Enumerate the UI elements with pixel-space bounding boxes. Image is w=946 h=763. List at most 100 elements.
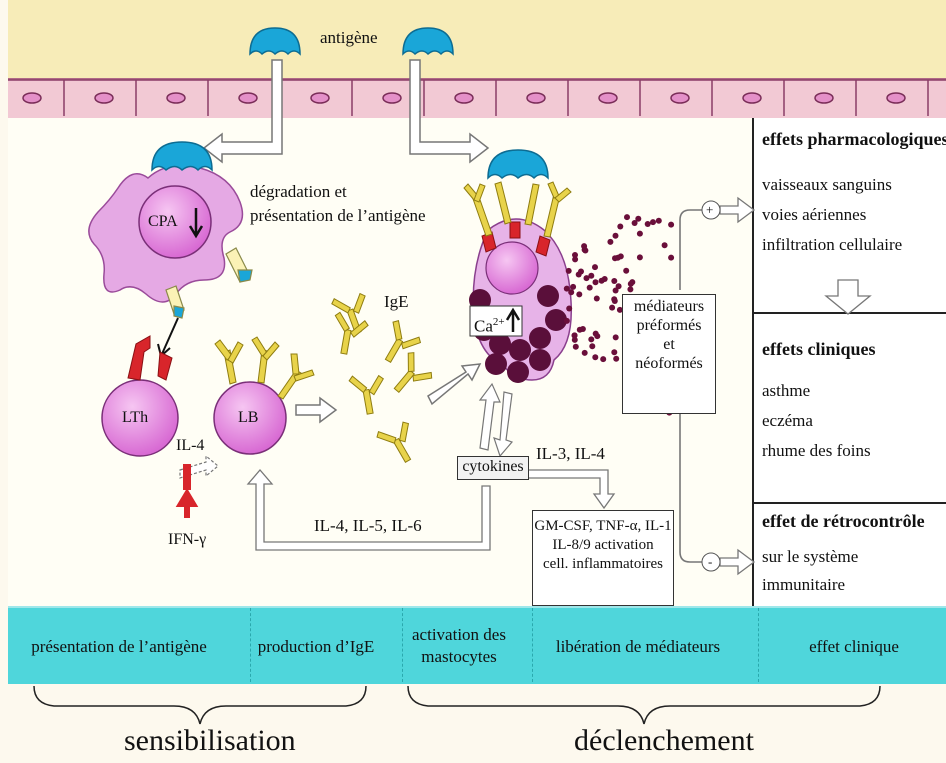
ifn-arrow xyxy=(181,494,193,518)
epithelial-nucleus xyxy=(887,93,905,103)
antigen-to-mastocyte-arrow xyxy=(410,60,488,162)
epithelial-nucleus xyxy=(815,93,833,103)
mediator-dot xyxy=(629,279,635,285)
granule xyxy=(529,327,551,349)
mediator-dot xyxy=(564,286,570,292)
clinical-item-2: eczéma xyxy=(762,410,813,432)
mediator-dot xyxy=(662,242,668,248)
presentation-label: présentation de l’antigène xyxy=(250,206,426,226)
antigen-shape-1 xyxy=(250,28,300,54)
stage-separator-4 xyxy=(758,608,759,682)
epithelial-nucleus xyxy=(527,93,545,103)
mediator-dot xyxy=(627,286,633,292)
epithelial-cells xyxy=(8,80,946,116)
stage-separator-3 xyxy=(532,608,533,682)
minus-arrow xyxy=(720,550,754,574)
antigen-to-cpa-arrow xyxy=(204,60,282,162)
mediator-dot xyxy=(650,219,656,225)
lth-receptor-2 xyxy=(158,352,172,380)
lb-to-ige-arrow xyxy=(296,398,336,422)
mediator-dot xyxy=(593,279,599,285)
clinical-item-3: rhume des foins xyxy=(762,440,871,462)
lb-label: LB xyxy=(238,408,258,428)
granule xyxy=(509,339,531,361)
mediator-dot xyxy=(564,318,570,324)
mediator-dot xyxy=(623,268,629,274)
cpa-label: CPA xyxy=(148,212,178,232)
stage-activation: activation des mastocytes xyxy=(406,624,512,668)
antigen-on-cpa xyxy=(152,142,212,170)
clinical-title: effets cliniques xyxy=(762,338,875,360)
il4-label: IL-4 xyxy=(176,436,204,456)
pharma-item-2: voies aériennes xyxy=(762,204,866,226)
antigen-label: antigène xyxy=(320,28,378,48)
epithelial-nucleus xyxy=(167,93,185,103)
mediator-dot xyxy=(611,296,617,302)
mediator-dot xyxy=(609,305,615,311)
mediator-dot xyxy=(600,356,606,362)
antigen-shape-2 xyxy=(403,28,453,54)
mediator-dot xyxy=(656,218,662,224)
mediators-box: médiateurs préformés et néoformés xyxy=(622,294,716,414)
plus-arrow xyxy=(720,198,754,222)
epithelial-nucleus xyxy=(239,93,257,103)
mediator-dot xyxy=(584,275,590,281)
retro-title: effet de rétrocontrôle xyxy=(762,510,925,532)
gmcsf-box: GM-CSF, TNF-α, IL-1 IL-8/9 activation ce… xyxy=(532,510,674,606)
ige-molecule xyxy=(375,319,424,371)
stage-production: production d’IgE xyxy=(250,636,382,658)
mediator-dot xyxy=(577,327,583,333)
epithelial-nucleus xyxy=(455,93,473,103)
mediator-dot xyxy=(592,264,598,270)
mediator-dot xyxy=(616,283,622,289)
retro-item-1: sur le système xyxy=(762,546,858,568)
granule xyxy=(485,353,507,375)
mediator-dot xyxy=(576,291,582,297)
granule xyxy=(529,349,551,371)
mediator-dot xyxy=(573,344,579,350)
degradation-label: dégradation et xyxy=(250,182,347,202)
granule xyxy=(545,309,567,331)
mediator-dot xyxy=(611,278,617,284)
epithelial-nucleus xyxy=(383,93,401,103)
mediator-dot xyxy=(582,350,588,356)
ifn-label: IFN-γ xyxy=(168,530,206,550)
mediator-dot xyxy=(645,221,651,227)
mediator-dot xyxy=(611,349,617,355)
gmcsf-line-2: IL-8/9 activation xyxy=(533,536,673,555)
sensibilisation-brace xyxy=(34,686,366,724)
mediator-dot xyxy=(615,255,621,261)
mastocyte-nucleus xyxy=(486,242,538,294)
mediator-dot xyxy=(566,268,572,274)
declenchement-brace xyxy=(408,686,880,724)
mediator-dot xyxy=(668,222,674,228)
il456-label: IL-4, IL-5, IL-6 xyxy=(314,516,422,536)
gmcsf-line-1: GM-CSF, TNF-α, IL-1 xyxy=(533,517,673,536)
mediators-line-3: et xyxy=(623,335,715,354)
ige-molecule xyxy=(329,312,369,357)
mediator-dot xyxy=(613,356,619,362)
ifn-block xyxy=(183,464,191,490)
mediator-dot xyxy=(668,255,674,261)
epithelial-nucleus xyxy=(23,93,41,103)
stage-clinical: effet clinique xyxy=(764,636,944,658)
epithelial-nucleus xyxy=(311,93,329,103)
epithelial-nucleus xyxy=(743,93,761,103)
clinical-item-1: asthme xyxy=(762,380,810,402)
lth-label: LTh xyxy=(122,408,148,428)
gmcsf-line-3: cell. inflammatoires xyxy=(533,555,673,574)
pharma-item-1: vaisseaux sanguins xyxy=(762,174,892,196)
mediator-dot xyxy=(592,354,598,360)
mediator-dot xyxy=(613,233,619,239)
mediators-line-1: médiateurs xyxy=(623,297,715,316)
panel-down-arrow xyxy=(826,280,870,314)
mediator-dot xyxy=(581,243,587,249)
antigen-on-mastocyte xyxy=(488,150,548,178)
lth-receptor xyxy=(128,336,150,380)
mediator-dot xyxy=(572,333,578,339)
mediator-dot xyxy=(632,220,638,226)
mediator-dot xyxy=(572,256,578,262)
mediator-dot xyxy=(593,331,599,337)
stage-separator-2 xyxy=(402,608,403,682)
